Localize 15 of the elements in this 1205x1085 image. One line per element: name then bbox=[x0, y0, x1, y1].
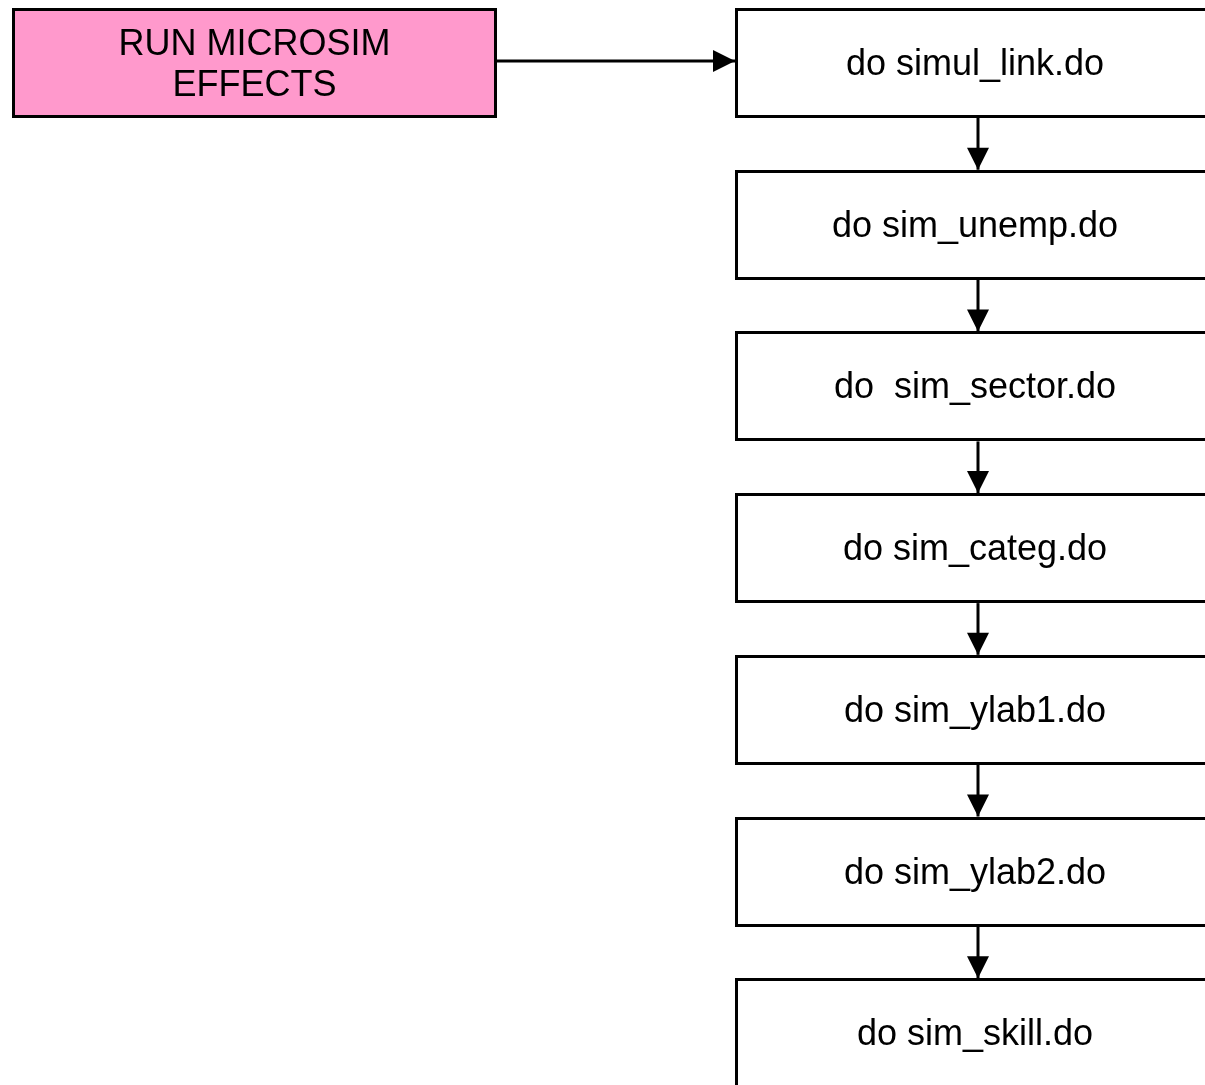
process-box: do sim_categ.do bbox=[735, 493, 1205, 604]
arrow bbox=[967, 441, 989, 494]
arrow bbox=[497, 50, 735, 72]
arrow bbox=[967, 603, 989, 655]
process-box: do sim_ylab2.do bbox=[735, 816, 1205, 927]
process-box: RUN MICROSIM EFFECTS bbox=[12, 8, 497, 118]
process-box: do sim_skill.do bbox=[735, 978, 1205, 1085]
process-box: do sim_ylab1.do bbox=[735, 654, 1205, 765]
process-box: do sim_sector.do bbox=[735, 331, 1205, 442]
arrow bbox=[967, 926, 989, 979]
process-box: do simul_link.do bbox=[735, 8, 1205, 118]
arrow bbox=[967, 279, 989, 332]
arrow bbox=[967, 118, 989, 170]
arrow bbox=[967, 764, 989, 817]
process-box: do sim_unemp.do bbox=[735, 169, 1205, 280]
